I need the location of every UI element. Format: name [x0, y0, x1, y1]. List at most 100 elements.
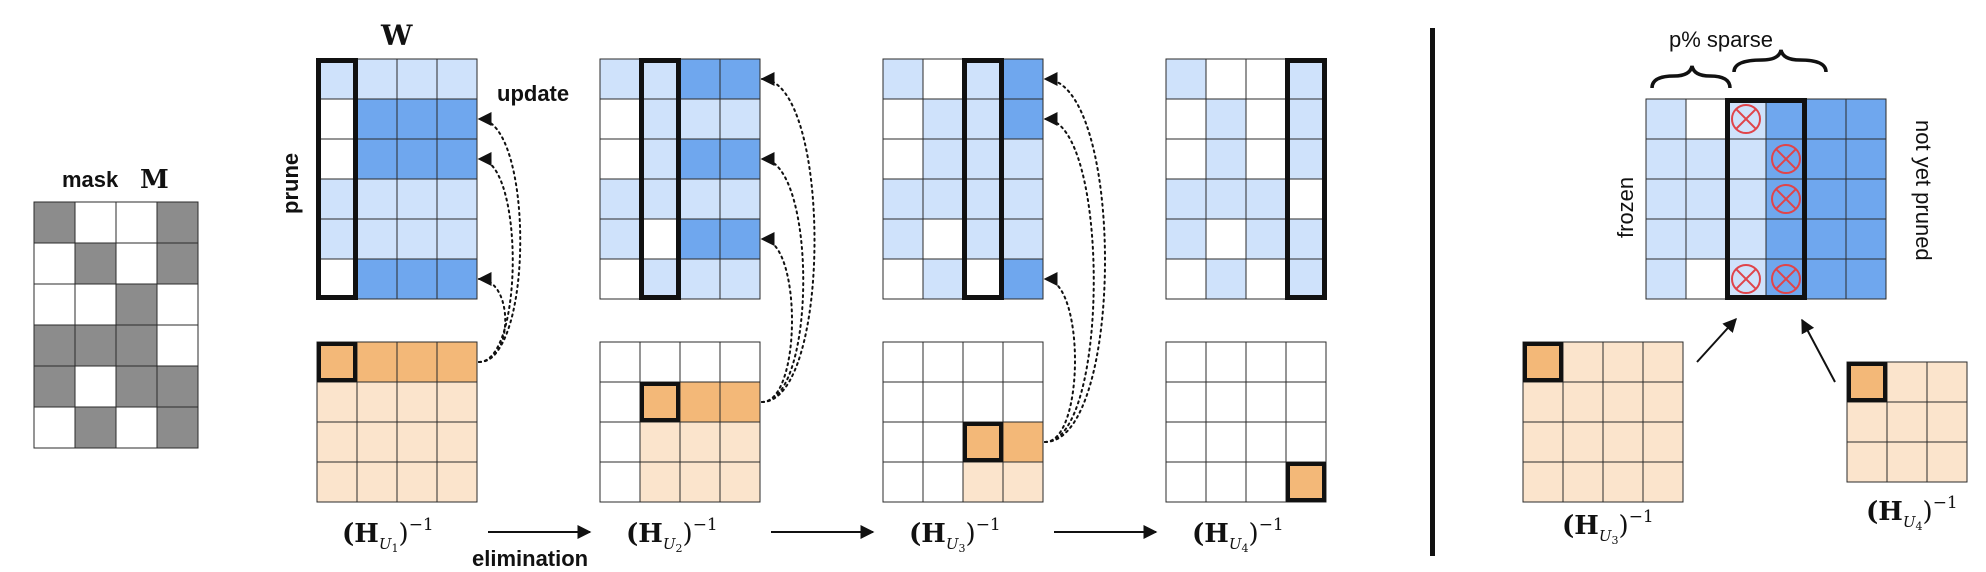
weight-cell: [1645, 178, 1687, 220]
update-arrow: [1043, 112, 1095, 443]
hessian-cell: [1205, 381, 1247, 423]
weight-cell: [356, 218, 398, 260]
weight-cell: [1765, 98, 1807, 140]
weight-cell: [639, 178, 681, 220]
diagonal-pivot-frame: [1847, 362, 1887, 402]
hessian-cell: [962, 381, 1004, 423]
mask-symbol: M: [140, 165, 169, 195]
weight-cell: [1165, 138, 1207, 180]
update-arrow: [477, 112, 522, 363]
hessian-cell: [316, 461, 358, 503]
hessian-cell: [396, 421, 438, 463]
weight-cell: [1165, 258, 1207, 300]
mask-cell: [33, 324, 76, 367]
hessian-cell: [1926, 441, 1968, 483]
weight-cell: [1765, 218, 1807, 260]
weight-cell: [396, 138, 438, 180]
weight-cell: [1245, 218, 1287, 260]
mask-cell: [33, 365, 76, 408]
hinv-label-right-4: (HU4)−1: [1866, 493, 1958, 533]
hessian-cell: [1002, 461, 1044, 503]
mask-grid: [33, 201, 199, 449]
weight-cell: [599, 98, 641, 140]
mask-cell: [33, 201, 76, 244]
weight-cell: [1725, 178, 1767, 220]
weight-cell: [1685, 218, 1727, 260]
mask-cell: [156, 201, 199, 244]
hessian-cell: [1602, 381, 1644, 423]
diagonal-pivot-frame: [317, 342, 357, 382]
weight-cell: [316, 138, 358, 180]
hessian-cell: [1522, 381, 1564, 423]
weight-cell: [1645, 258, 1687, 300]
hessian-cell: [1285, 461, 1327, 503]
hessian-inverse-step-2: [599, 341, 761, 503]
mask-label: mask: [62, 167, 119, 192]
weight-cell: [1245, 138, 1287, 180]
weight-symbol: W: [380, 19, 413, 52]
update-arrows: [477, 72, 1106, 443]
hessian-cell: [1642, 341, 1684, 383]
weight-cell: [1285, 178, 1327, 220]
weight-cell: [316, 58, 358, 100]
hessian-cell: [1602, 421, 1644, 463]
weight-matrix-step-1: [316, 58, 478, 300]
mask-cell: [115, 365, 158, 408]
prune-label: prune: [278, 153, 303, 214]
hessian-cell: [1522, 341, 1564, 383]
hessian-cell: [436, 341, 478, 383]
section-divider: [1430, 28, 1435, 556]
mask-cell: [115, 201, 158, 244]
mask-cell: [156, 365, 199, 408]
hessian-inverse-step-1: [316, 341, 478, 503]
weight-cell: [1685, 178, 1727, 220]
weight-cell: [962, 138, 1004, 180]
hessian-cell: [436, 461, 478, 503]
update-arrow: [1043, 272, 1076, 443]
weight-cell: [639, 258, 681, 300]
weight-cell: [922, 58, 964, 100]
sparse-label: p% sparse: [1669, 27, 1773, 52]
arrow-to-pruned-col-1: [1696, 317, 1737, 363]
hessian-cell: [922, 341, 964, 383]
weight-cell: [922, 178, 964, 220]
diagonal-pivot-frame: [963, 422, 1003, 462]
hessian-cell: [1642, 421, 1684, 463]
weight-cell: [356, 98, 398, 140]
hessian-cell: [316, 341, 358, 383]
weight-cell: [1725, 218, 1767, 260]
hessian-cell: [1522, 461, 1564, 503]
hessian-cell: [1562, 341, 1604, 383]
right-panel-grids: [1522, 98, 1968, 503]
weight-cell: [1845, 178, 1887, 220]
hessian-inverse-step-4: [1165, 341, 1327, 503]
hessian-cell: [599, 421, 641, 463]
weight-cell: [1205, 58, 1247, 100]
weight-cell: [1205, 218, 1247, 260]
right-hessian-inverse-1: [1522, 341, 1684, 503]
hessian-cell: [1002, 381, 1044, 423]
hessian-cell: [1602, 461, 1644, 503]
hessian-cell: [1562, 421, 1604, 463]
hessian-cell: [639, 341, 681, 383]
update-arrow: [760, 152, 805, 403]
hessian-cell: [1165, 381, 1207, 423]
weight-matrix-step-4: [1165, 58, 1327, 300]
weight-cell: [396, 58, 438, 100]
hessian-cell: [1002, 421, 1044, 463]
not-yet-pruned-label: not yet pruned: [1911, 120, 1936, 261]
hessian-cell: [639, 461, 681, 503]
weight-cell: [356, 138, 398, 180]
weight-cell: [1805, 178, 1847, 220]
weight-cell: [396, 98, 438, 140]
weight-matrix-step-2: [599, 58, 761, 300]
hessian-cell: [1642, 461, 1684, 503]
weight-cell: [1245, 258, 1287, 300]
pruned-column-frame: [316, 58, 358, 300]
weight-cell: [962, 98, 1004, 140]
weight-cell: [1645, 98, 1687, 140]
weight-cell: [1845, 138, 1887, 180]
weight-cell: [1845, 258, 1887, 300]
weight-cell: [882, 218, 924, 260]
hessian-cell: [1886, 441, 1928, 483]
